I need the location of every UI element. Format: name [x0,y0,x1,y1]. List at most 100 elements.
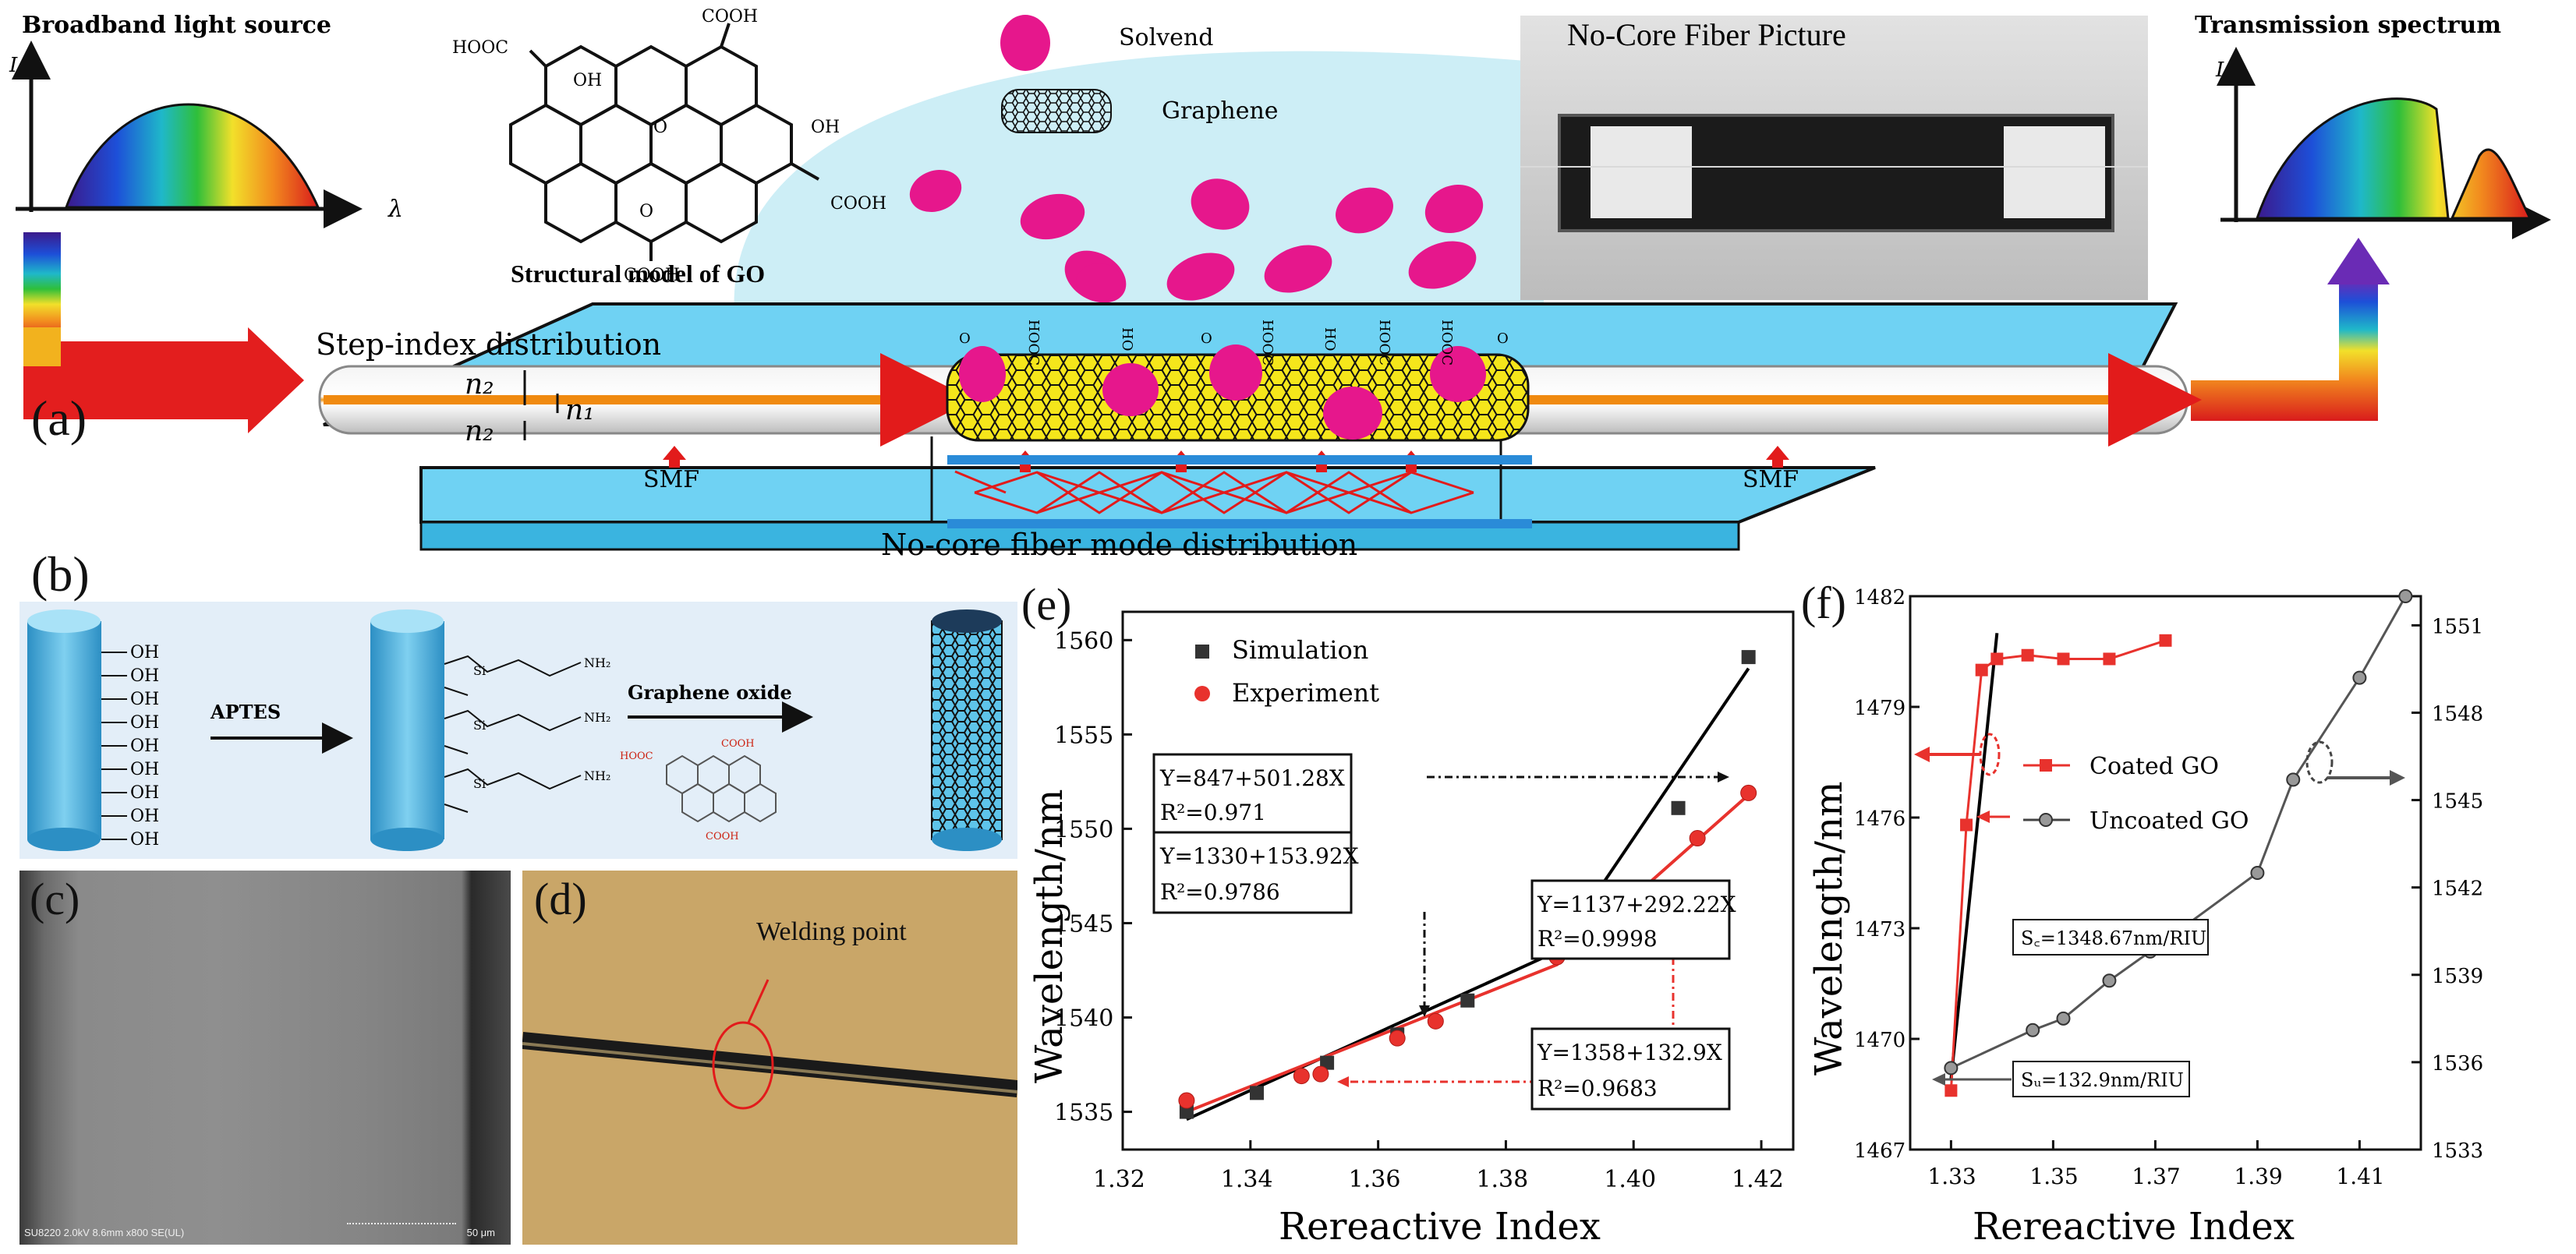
sem-scale: 50 μm [466,1227,495,1238]
y-tick-label-right: 1536 [2432,1052,2483,1076]
svg-text:OH: OH [130,666,159,686]
chart-f-frame [1909,595,2422,1151]
fit-eq-1: Y=847+501.28X [1159,765,1345,791]
fit-r2-4: R²=0.9683 [1537,1076,1658,1101]
fit-r2-1: R²=0.971 [1160,800,1266,825]
welding-point-circle [712,1021,774,1110]
svg-text:OH: OH [130,737,159,756]
fit-eq-2: Y=1330+153.92X [1159,843,1359,869]
fiber-under-microscope [521,1032,1019,1097]
x-tick-label: 1.38 [1476,1166,1528,1193]
panel-c-label: (c) [30,874,80,924]
experiment-point [1293,1068,1310,1085]
axis-lambda-label: λ [387,196,403,223]
svg-text:I: I [2215,58,2224,82]
panel-a-schematic: Broadband light source I λ [9,7,2551,562]
simulation-point [1320,1055,1335,1070]
y-tick-label-right: 1548 [2432,702,2483,726]
uncoated-point [2250,866,2265,880]
svg-text:Si: Si [473,776,486,791]
y-tick-label-left: 1467 [1854,1139,1905,1163]
svg-text:COOH: COOH [702,7,758,26]
svg-text:OH: OH [811,118,840,137]
legend-uncoated-marker [2039,813,2053,827]
fit-eq-3: Y=1137+292.22X [1537,892,1736,917]
fit-r2-2: R²=0.9786 [1160,879,1280,905]
svg-text:COOH: COOH [706,831,739,842]
y-tick-label: 1545 [1054,910,1113,938]
go-coated-fiber-cylinder [931,620,1003,840]
sensitivity-coated: S꜀=1348.67nm/RIU [2021,927,2206,949]
photo-title: No-Core Fiber Picture [1567,17,1846,52]
panel-d: Welding point [521,871,1019,1245]
svg-text:O: O [1201,330,1212,347]
y-tick-label: 1550 [1054,816,1113,843]
graphene-legend-icon [1001,89,1112,133]
solution-bubble [734,51,1544,335]
uncoated-point [1944,1061,1959,1076]
y-tick-label-left: 1470 [1854,1029,1905,1052]
go-structure-model [509,23,819,261]
svg-text:NH₂: NH₂ [584,655,610,670]
svg-text:O: O [1497,330,1509,347]
uncoated-point [2352,670,2367,685]
panel-d-label: (d) [534,874,587,924]
uncoated-point [2026,1023,2040,1037]
aptes-fiber-cylinder [370,621,444,839]
svg-text:O: O [959,330,971,347]
y-tick-label: 1540 [1054,1005,1113,1033]
simulation-point [1250,1086,1264,1100]
chart-e-frame [1121,610,1795,1151]
mode-distribution-label: No-core fiber mode distribution [881,528,1357,561]
y-tick-label-right: 1539 [2432,965,2483,988]
svg-text:NH₂: NH₂ [584,768,610,783]
transmission-spectrum-shape [2255,97,2532,220]
uncoated-point [2102,973,2117,988]
svg-text:HO: HO [1119,327,1135,351]
y-tick-label-right: 1542 [2432,878,2483,901]
chart-f-xlabel: Rereactive Index [1973,1205,2295,1249]
simulation-point [1179,1104,1194,1119]
x-tick-label: 1.36 [1349,1166,1401,1193]
svg-text:Si: Si [473,718,486,733]
svg-text:HOOC: HOOC [1259,320,1276,366]
legend-simulation: Simulation [1232,635,1368,665]
fit-r2-3: R²=0.9998 [1537,926,1658,952]
x-tick-label: 1.37 [2132,1164,2180,1189]
coated-point [1960,818,1973,832]
svg-text:OH: OH [130,643,159,662]
legend-coated: Coated GO [2089,753,2219,780]
welding-point-label: Welding point [756,917,907,946]
legend-simulation-marker [1195,645,1209,659]
transmission-title: Transmission spectrum [2195,12,2501,39]
experiment-point [1178,1092,1195,1109]
fit-line-f-1 [1949,633,1999,1080]
x-tick-label: 1.32 [1093,1166,1145,1193]
simulation-point [1460,993,1475,1008]
coated-point [2159,634,2172,647]
y-tick-label-left: 1473 [1854,918,1905,941]
chart-e-ylabel: Wavelength/nm [1028,789,1071,1083]
graphene-oxide-label: Graphene oxide [628,681,792,704]
adsorbed-solvend [959,344,1486,440]
broadband-title: Broadband light source [22,12,331,39]
chart-f-ylabel: Wavelength/nm [1807,781,1851,1076]
x-tick-label: 1.39 [2234,1164,2282,1189]
experiment-point [1312,1065,1329,1083]
n1: n₁ [565,394,595,426]
chart-e-xlabel: Rereactive Index [1279,1205,1601,1249]
input-light-arrow-vertical [23,232,61,341]
legend-coated-marker [2040,759,2052,772]
svg-text:Si: Si [473,663,486,678]
solvend-legend-icon [1000,15,1050,71]
x-tick-label: 1.33 [1927,1164,1976,1189]
svg-text:NH₂: NH₂ [584,710,610,725]
uncoated-point [2398,589,2413,603]
coated-point [1944,1084,1958,1097]
chart-e-label: (e) [1021,579,1072,630]
svg-text:HOOC: HOOC [620,751,653,762]
panel-a: Broadband light source I λ [0,0,2576,562]
uncoated-point [2056,1011,2071,1026]
